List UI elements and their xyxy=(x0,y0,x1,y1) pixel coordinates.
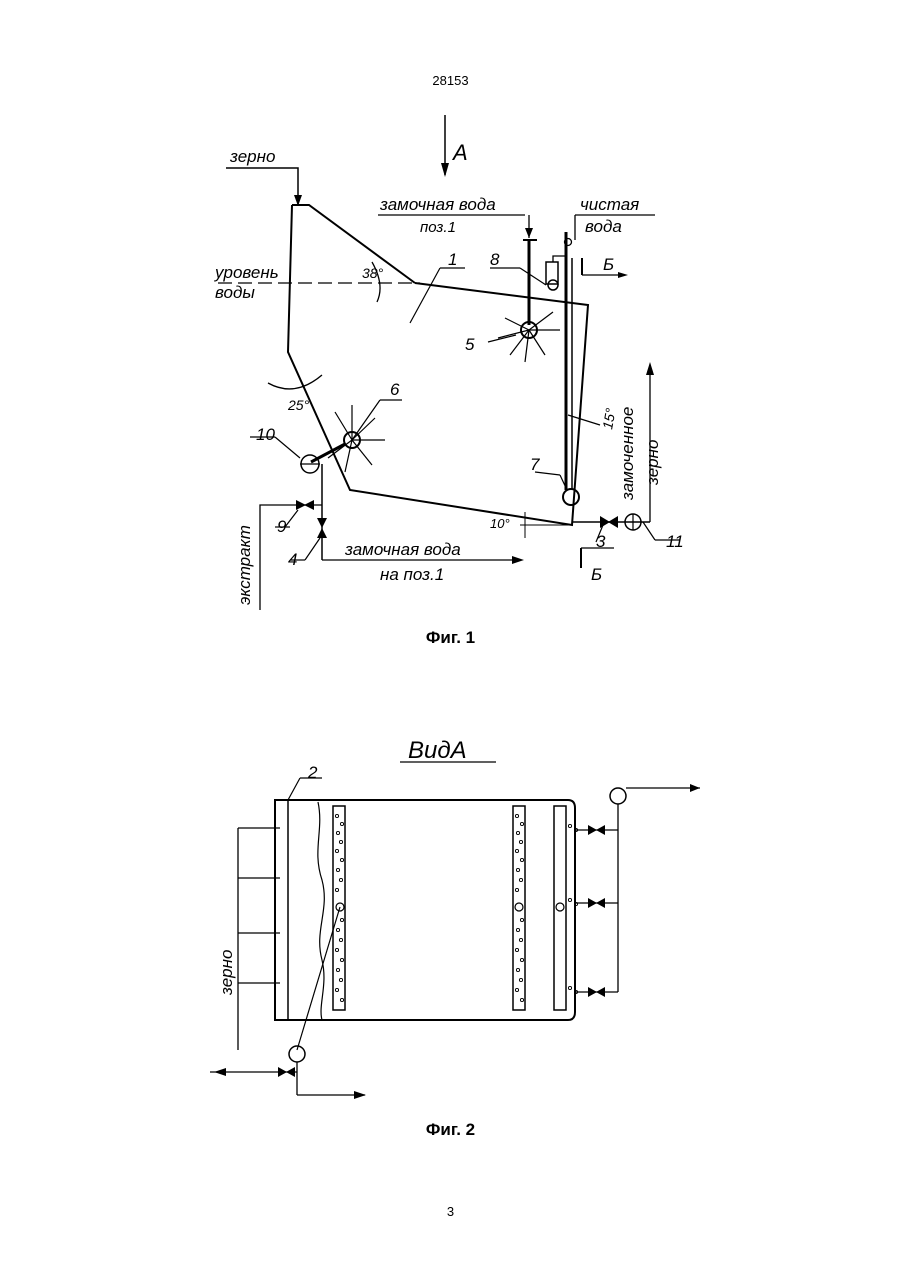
figure-1-drawing: А зерно замочная вода поз.1 чистая вода … xyxy=(0,0,901,640)
callout-7: 7 xyxy=(530,455,540,474)
clean-water-label: вода xyxy=(585,217,622,236)
angle-25-label: 25° xyxy=(287,397,310,413)
callout-5: 5 xyxy=(465,335,475,354)
view-a-title: ВидА xyxy=(408,737,467,764)
steeped-grain-label: зерно xyxy=(643,440,662,486)
section-b-top-label: Б xyxy=(603,255,614,274)
callout-10: 10 xyxy=(256,425,275,444)
callout-1: 1 xyxy=(448,250,457,269)
extract-label: экстракт xyxy=(235,525,254,605)
figure-2-drawing: ВидА xyxy=(0,720,901,1120)
clean-label: чистая xyxy=(580,195,639,214)
figure-2-caption: Фиг. 2 xyxy=(0,1120,901,1140)
steep-water-out-label: замочная вода xyxy=(344,540,461,559)
callout-4: 4 xyxy=(288,550,297,569)
angle-38-label: 38° xyxy=(362,265,384,281)
steep-water-label: замочная вода xyxy=(379,195,496,214)
angle-10-label: 10° xyxy=(490,516,510,531)
page-number: 3 xyxy=(0,1204,901,1219)
callout-11: 11 xyxy=(666,532,684,551)
callout-3: 3 xyxy=(596,532,606,551)
pos1-label: поз.1 xyxy=(420,219,456,236)
steeped-label: замоченное xyxy=(618,407,637,501)
fig2-grain-label: зерно xyxy=(217,950,236,996)
section-b-bottom-label: Б xyxy=(591,565,602,584)
callout-6: 6 xyxy=(390,380,400,399)
angle-15-label: 15° xyxy=(599,406,619,430)
grain-label: зерно xyxy=(229,147,275,166)
callout-8: 8 xyxy=(490,250,500,269)
figure-1-caption: Фиг. 1 xyxy=(0,628,901,648)
level-label: уровень xyxy=(214,263,279,282)
level-water-label: воды xyxy=(215,283,255,302)
to-pos1-label: на поз.1 xyxy=(380,565,444,584)
callout-2: 2 xyxy=(307,763,318,782)
callout-9: 9 xyxy=(277,517,287,536)
view-a-marker: А xyxy=(451,140,468,165)
